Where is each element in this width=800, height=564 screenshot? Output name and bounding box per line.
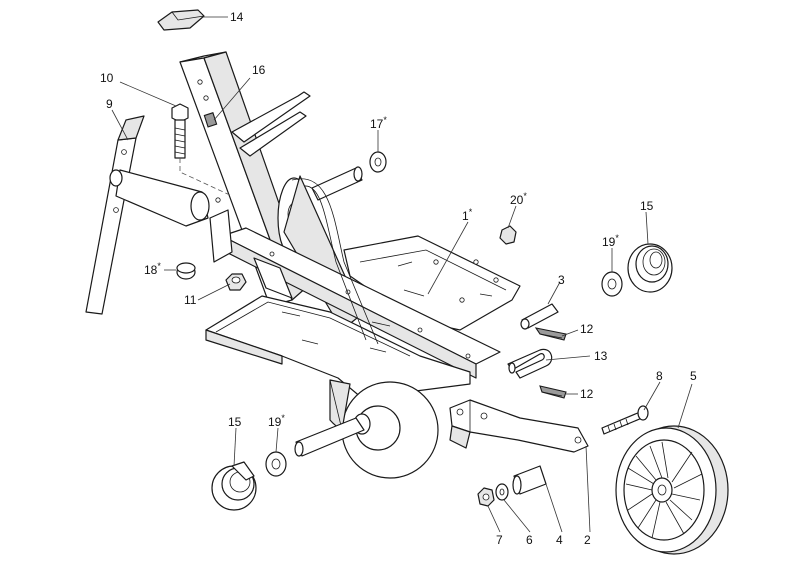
- part-1-chassis-deck: [205, 209, 521, 399]
- upper-shaft: [311, 166, 363, 201]
- part-2-wheel-bracket: [449, 399, 589, 453]
- callout-12-lower: 12: [580, 387, 594, 401]
- leader-lines: [111, 16, 693, 533]
- part-8-bolt: [601, 405, 649, 435]
- callout-8: 8: [656, 369, 663, 383]
- part-7-nut: [477, 487, 495, 507]
- callout-4: 4: [556, 533, 563, 547]
- part-3-pin: [520, 303, 559, 330]
- callout-10: 10: [100, 71, 114, 85]
- part-14-handle-cap: [157, 9, 205, 31]
- callout-20: 20*: [510, 191, 527, 207]
- part-12-clip-upper: [534, 327, 567, 341]
- lower-axle: [294, 417, 365, 457]
- callout-14: 14: [230, 10, 244, 24]
- callout-12-upper: 12: [580, 322, 594, 336]
- part-10-bolt: [171, 103, 189, 159]
- lower-disc-wheel: [329, 379, 439, 479]
- part-16-label-sticker: [203, 112, 218, 128]
- callout-9: 9: [106, 97, 113, 111]
- part-11-nut: [225, 273, 247, 291]
- part-9-handle-arm: [85, 115, 210, 315]
- part-20-grease-fitting: [499, 225, 517, 245]
- callout-17: 17*: [370, 115, 387, 131]
- callout-16: 16: [252, 63, 266, 77]
- callout-15-lower: 15: [228, 415, 242, 429]
- callout-15-upper: 15: [640, 199, 654, 213]
- callout-6: 6: [526, 533, 533, 547]
- part-13-u-bolt: [507, 348, 553, 379]
- part-4-spacer-tube: [512, 465, 547, 495]
- callout-19-lower: 19*: [268, 413, 285, 429]
- part-17-washer: [369, 151, 387, 173]
- callout-2: 2: [584, 533, 591, 547]
- callout-18: 18*: [144, 261, 161, 277]
- part-19-washer-lower: [265, 451, 287, 477]
- callout-1: 1*: [462, 207, 473, 223]
- part-6-washer: [495, 483, 509, 501]
- callout-19-upper: 19*: [602, 233, 619, 249]
- callout-5: 5: [690, 369, 697, 383]
- callout-labels: 14 16 10 9 17* 1* 20* 15 19* 18* 11 3 12…: [100, 10, 697, 547]
- part-15-hub-cap-lower: [211, 461, 257, 511]
- part-19-washer-upper: [601, 271, 623, 297]
- callout-7: 7: [496, 533, 503, 547]
- callout-11: 11: [184, 293, 197, 307]
- drive-belt: [291, 178, 379, 345]
- part-15-hub-cap-upper: [627, 243, 673, 293]
- part-18-plug: [176, 262, 196, 280]
- part-5-wheel: [615, 425, 729, 555]
- part-12-clip-lower: [539, 385, 567, 399]
- callout-13: 13: [594, 349, 608, 363]
- callout-3: 3: [558, 273, 565, 287]
